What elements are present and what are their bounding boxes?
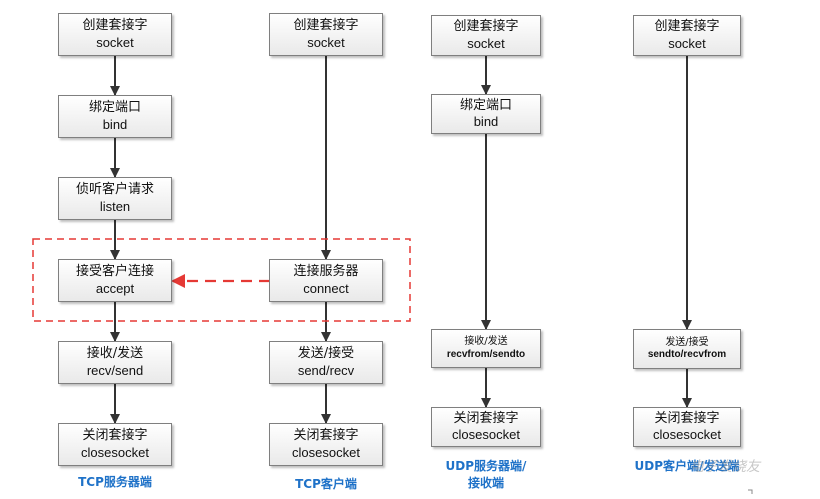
tcp-server-bind-box: 绑定端口 bind bbox=[58, 95, 172, 138]
udp-client-socket-box: 创建套接字 socket bbox=[633, 15, 741, 56]
tcp-connection-highlight bbox=[32, 238, 411, 322]
step-label-en: closesocket bbox=[452, 427, 520, 442]
step-label-cn: 接收/发送 bbox=[464, 336, 508, 347]
step-label-cn: 连接服务器 bbox=[293, 264, 359, 280]
step-label-cn: 创建套接字 bbox=[293, 18, 359, 34]
udp-server-caption-line1: UDP服务器端/ bbox=[445, 459, 527, 473]
tcp-server-listen-box: 侦听客户请求 listen bbox=[58, 177, 172, 220]
step-label-cn: 创建套接字 bbox=[654, 19, 720, 35]
udp-server-bind-box: 绑定端口 bind bbox=[431, 94, 541, 134]
step-label-en: listen bbox=[99, 198, 131, 214]
tcp-client-caption: TCP客户端 bbox=[295, 477, 357, 491]
step-label-en: send/recv bbox=[297, 362, 355, 378]
step-label-en: socket bbox=[96, 34, 134, 50]
watermark-logo: 电子发烧友 bbox=[690, 459, 760, 475]
step-label-cn: 接受客户连接 bbox=[75, 264, 154, 280]
step-label-cn: 关闭套接字 bbox=[293, 428, 359, 444]
step-label-cn: 发送/接受 bbox=[665, 336, 709, 348]
step-label-en: accept bbox=[95, 280, 135, 296]
step-label-en: closesocket bbox=[292, 444, 360, 460]
udp-server-close-box: 关闭套接字 closesocket bbox=[431, 407, 541, 447]
tcp-server-caption: TCP服务器端 bbox=[78, 475, 152, 489]
udp-client-close-box: 关闭套接字 closesocket bbox=[633, 407, 741, 447]
udp-server-caption-line2: 接收端 bbox=[467, 475, 504, 490]
tcp-server-accept-box: 接受客户连接 accept bbox=[58, 259, 172, 302]
tcp-client-close-box: 关闭套接字 closesocket bbox=[269, 423, 383, 466]
step-label-en: closesocket bbox=[653, 427, 721, 442]
tcp-client-connect-box: 连接服务器 connect bbox=[269, 259, 383, 302]
step-label-cn: 绑定端口 bbox=[459, 97, 512, 113]
tcp-client-send-box: 发送/接受 send/recv bbox=[269, 341, 383, 384]
step-label-en: bind bbox=[473, 114, 499, 129]
udp-server-caption: UDP服务器端/ 接收端 bbox=[431, 458, 541, 492]
tcp-client-socket-box: 创建套接字 socket bbox=[269, 13, 383, 56]
udp-server-socket-box: 创建套接字 socket bbox=[431, 15, 541, 56]
step-label-en: bind bbox=[102, 116, 128, 132]
udp-server-recvfrom-box: 接收/发送 recvfrom/sendto bbox=[431, 329, 541, 368]
step-label-cn: 关闭套接字 bbox=[453, 410, 519, 426]
step-label-cn: 接收/发送 bbox=[86, 346, 144, 362]
step-label-en: recv/send bbox=[86, 362, 144, 378]
step-label-en: recvfrom/sendto bbox=[446, 348, 526, 360]
step-label-cn: 发送/接受 bbox=[297, 346, 355, 362]
step-label-cn: 创建套接字 bbox=[453, 19, 519, 35]
step-label-cn: 绑定端口 bbox=[88, 100, 141, 116]
step-label-cn: 关闭套接字 bbox=[654, 410, 720, 426]
step-label-cn: 关闭套接字 bbox=[82, 428, 148, 444]
step-label-en: socket bbox=[467, 35, 505, 51]
step-label-en: socket bbox=[307, 34, 345, 50]
step-label-en: socket bbox=[668, 35, 706, 51]
step-label-cn: 创建套接字 bbox=[82, 18, 148, 34]
udp-client-caption: UDP客户端/发送端 bbox=[634, 459, 740, 473]
step-label-cn: 侦听客户请求 bbox=[75, 182, 154, 198]
corner-mark bbox=[748, 489, 753, 494]
tcp-server-close-box: 关闭套接字 closesocket bbox=[58, 423, 172, 466]
tcp-server-socket-box: 创建套接字 socket bbox=[58, 13, 172, 56]
step-label-en: connect bbox=[303, 280, 349, 296]
tcp-server-recv-box: 接收/发送 recv/send bbox=[58, 341, 172, 384]
step-label-en: closesocket bbox=[81, 444, 149, 460]
udp-client-sendto-box: 发送/接受 sendto/recvfrom bbox=[633, 329, 741, 369]
step-label-en: sendto/recvfrom bbox=[647, 349, 727, 360]
